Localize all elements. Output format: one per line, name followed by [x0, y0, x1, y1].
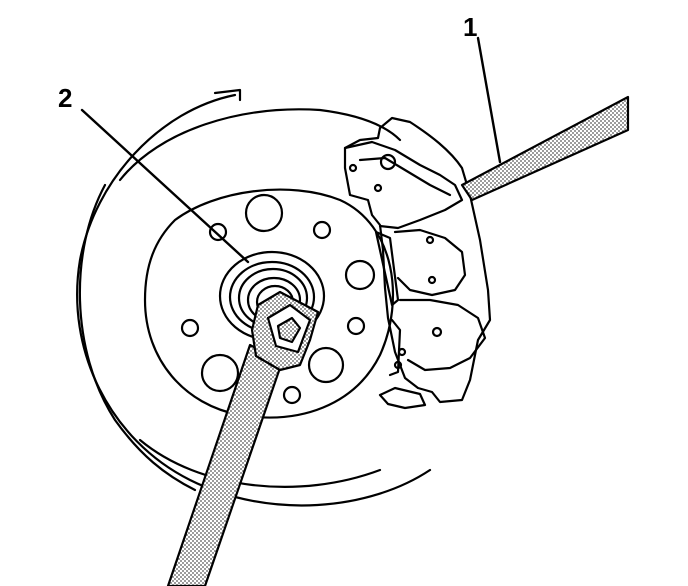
hub-flange	[143, 188, 395, 419]
caliper-pin	[348, 163, 358, 173]
dust-shield-lip	[78, 183, 197, 492]
lug-hole	[346, 316, 366, 336]
wrench-handle	[166, 343, 284, 586]
caliper-pin	[427, 275, 437, 285]
caliper-lower-lip	[378, 386, 427, 410]
dust-shield-top-edge	[213, 88, 242, 102]
callout-2-label: 2	[58, 83, 72, 113]
caliper-bolt	[379, 153, 397, 171]
caliper-ridge	[358, 156, 452, 197]
caliper-lower-body	[398, 298, 487, 372]
rotor-lower-edge	[138, 438, 382, 488]
lug-hole	[208, 222, 228, 242]
caliper-pin	[373, 183, 383, 193]
lug-hole	[282, 385, 302, 405]
lug-hole	[312, 220, 332, 240]
wrench-jaw-inner	[276, 316, 302, 344]
relief-hole	[200, 353, 240, 393]
brake-pad-edge	[374, 230, 400, 307]
caliper-pin	[397, 347, 407, 357]
relief-hole	[307, 346, 345, 384]
caliper-pin	[431, 326, 443, 338]
caliper-mid-body	[393, 228, 467, 297]
lug-hole	[180, 318, 200, 338]
relief-hole	[244, 193, 284, 233]
caliper-bracket	[343, 116, 492, 404]
callout-2-leader	[80, 108, 250, 264]
caliper-pin	[425, 235, 435, 245]
caliper-pin	[393, 360, 403, 370]
pry-bar-shaft	[460, 95, 630, 202]
callout-1-label: 1	[463, 12, 477, 42]
rotor-face-edge	[118, 108, 402, 182]
callout-1-leader	[476, 36, 502, 164]
caliper-upper-body	[343, 140, 464, 230]
relief-hole	[344, 259, 376, 291]
